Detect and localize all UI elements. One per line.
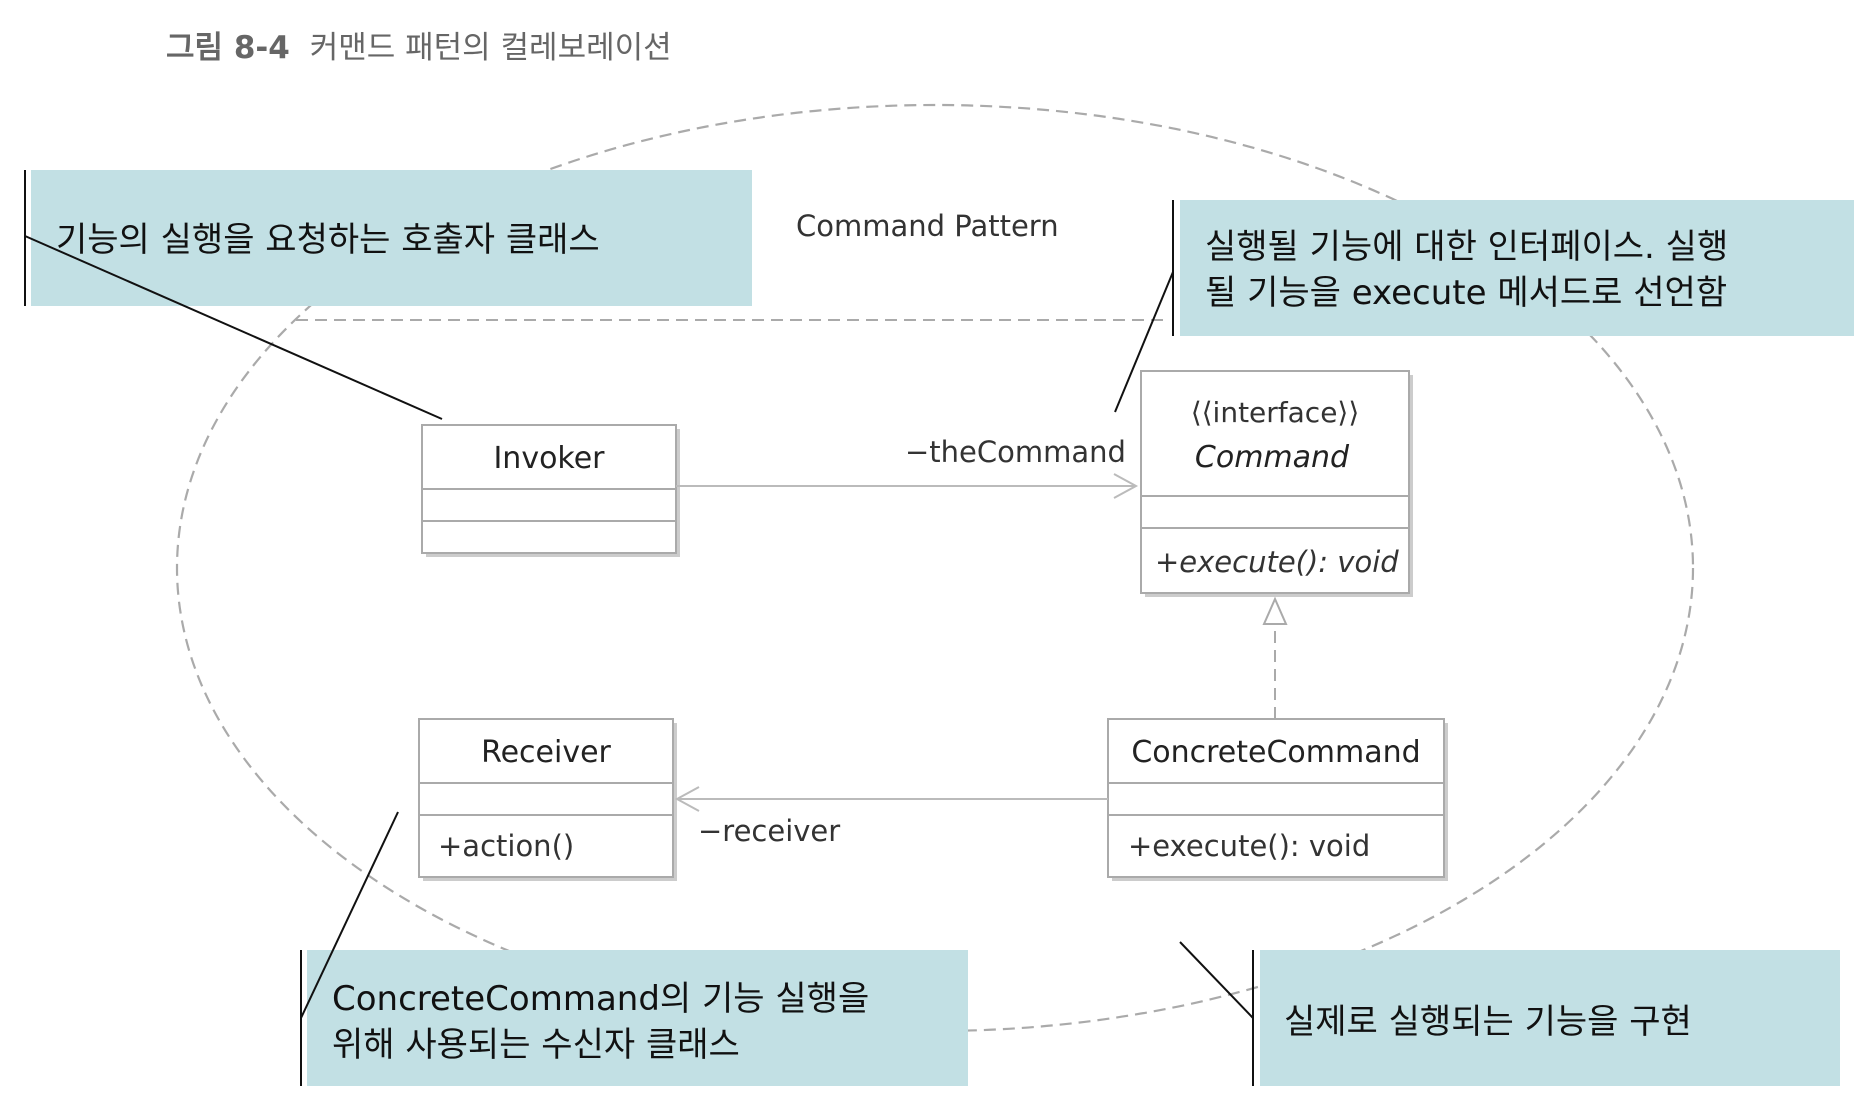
note-invoker-text: 기능의 실행을 요청하는 호출자 클래스 [56, 220, 600, 260]
class-invoker: Invoker [421, 424, 680, 557]
realization-arrow [1262, 596, 1288, 719]
concrete-command-name: ConcreteCommand [1131, 735, 1420, 770]
association-receiver: −receiver [674, 786, 1108, 848]
receiver-name: Receiver [481, 735, 611, 770]
note-receiver-line-2: 위해 사용되는 수신자 클래스 [332, 1025, 740, 1065]
note-concrete-command-line-1: 실제로 실행되는 기능을 구현 [1284, 1002, 1692, 1042]
concrete-command-execute-operation: +execute(): void [1128, 829, 1370, 863]
command-name: Command [1195, 440, 1350, 475]
note-concrete-command-text: 실제로 실행되는 기능을 구현 [1284, 1002, 1692, 1042]
note-invoker: 기능의 실행을 요청하는 호출자 클래스 [24, 170, 752, 306]
leader-line-receiver [300, 811, 399, 1019]
leader-line-invoker [24, 235, 443, 420]
leader-line-concrete-command [1179, 941, 1254, 1019]
leader-line-command [1114, 271, 1174, 413]
figure-number: 그림 8-4 [166, 30, 290, 66]
note-command: 실행될 기능에 대한 인터페이스. 실행 될 기능을 execute 메서드로 … [1172, 200, 1854, 336]
class-command: ⟨⟨interface⟩⟩ Command +execute(): void [1140, 370, 1413, 597]
note-concrete-command: 실제로 실행되는 기능을 구현 [1252, 950, 1840, 1086]
note-command-line-2: 될 기능을 execute 메서드로 선언함 [1205, 273, 1727, 313]
note-receiver: ConcreteCommand의 기능 실행을 위해 사용되는 수신자 클래스 [300, 950, 968, 1086]
the-command-role: −theCommand [905, 435, 1126, 469]
note-receiver-text: ConcreteCommand의 기능 실행을 위해 사용되는 수신자 클래스 [332, 979, 880, 1065]
receiver-role: −receiver [698, 814, 840, 848]
note-invoker-line-1: 기능의 실행을 요청하는 호출자 클래스 [56, 220, 600, 260]
command-stereotype: ⟨⟨interface⟩⟩ [1191, 396, 1360, 429]
figure-caption: 그림 8-4 커맨드 패턴의 컬레보레이션 [166, 30, 672, 66]
invoker-name: Invoker [493, 441, 605, 476]
class-receiver: Receiver +action() [418, 718, 677, 881]
figure-title: 커맨드 패턴의 컬레보레이션 [310, 30, 672, 66]
pattern-title: Command Pattern [796, 209, 1059, 243]
receiver-action-operation: +action() [438, 829, 574, 863]
note-receiver-line-1: ConcreteCommand의 기능 실행을 [332, 979, 869, 1019]
command-execute-operation: +execute(): void [1155, 545, 1399, 579]
note-command-text: 실행될 기능에 대한 인터페이스. 실행 될 기능을 execute 메서드로 … [1205, 227, 1739, 313]
class-concrete-command: ConcreteCommand +execute(): void [1107, 718, 1448, 881]
note-command-line-1: 실행될 기능에 대한 인터페이스. 실행 [1205, 227, 1728, 267]
association-the-command: −theCommand [676, 435, 1139, 499]
